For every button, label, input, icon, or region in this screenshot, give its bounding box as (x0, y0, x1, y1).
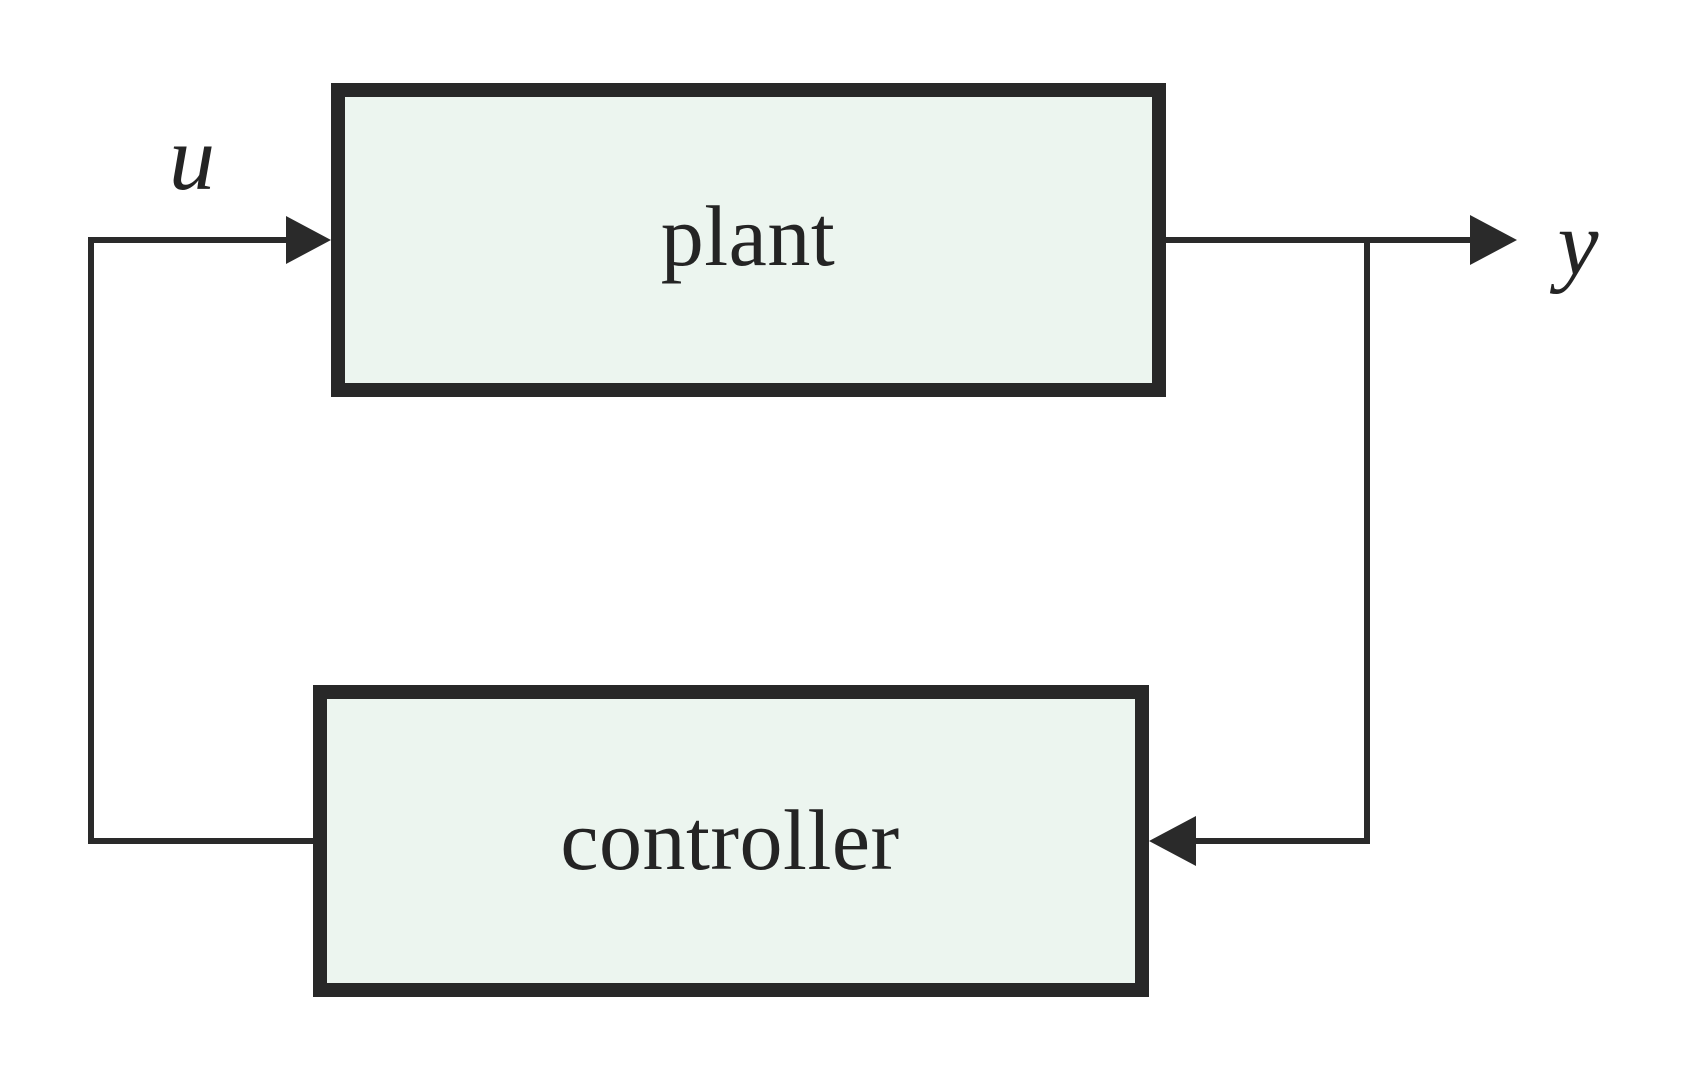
block-layer (313, 83, 1166, 997)
arrowhead-output-y-icon (1470, 215, 1517, 265)
arrowhead-into-plant-icon (286, 216, 331, 264)
arrowhead-layer (286, 215, 1517, 866)
block-plant[interactable] (331, 83, 1166, 397)
wire-layer (88, 237, 1492, 844)
wire-controller-to-plant (88, 237, 320, 844)
arrowhead-into-controller-icon (1149, 816, 1196, 866)
wire-plant-to-controller (1172, 240, 1370, 844)
block-controller[interactable] (313, 685, 1149, 997)
